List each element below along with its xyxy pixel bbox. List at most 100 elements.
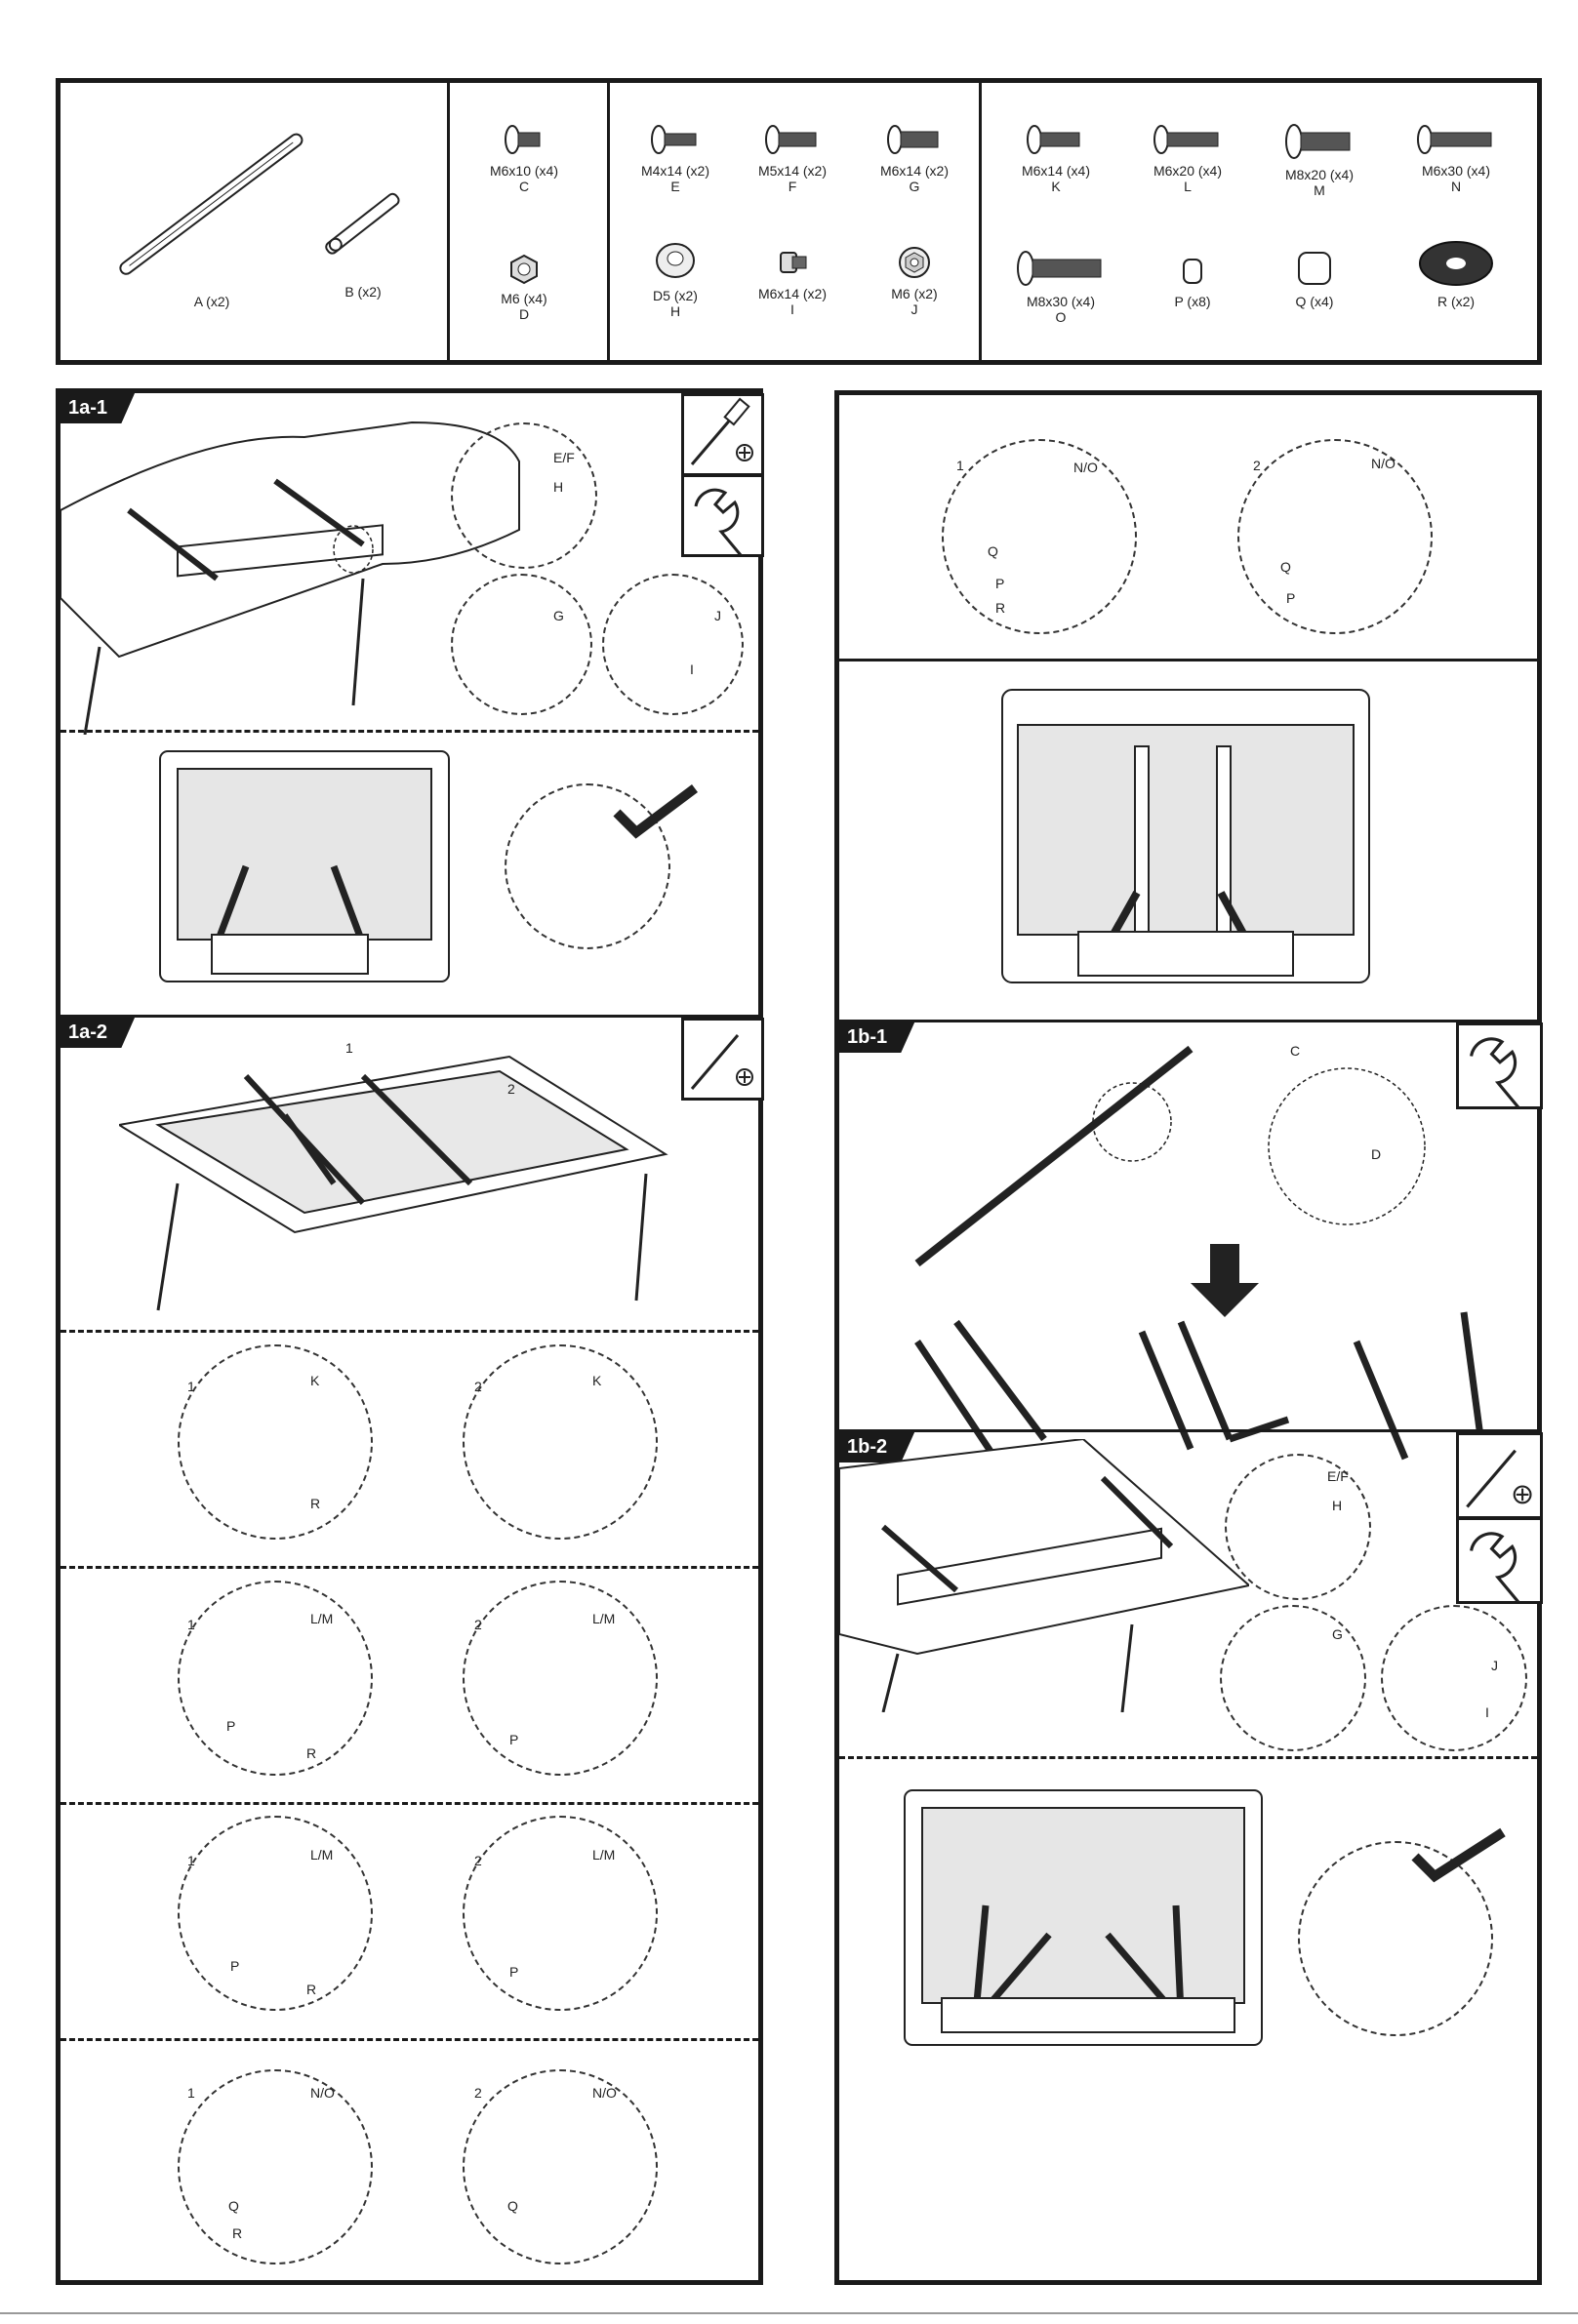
part-d: M6 (x4) D: [461, 254, 587, 322]
callout-number: 2: [474, 1617, 482, 1632]
callout-q: Q: [228, 2198, 239, 2214]
section-divider: [839, 659, 1537, 661]
callout-number: 2: [474, 1853, 482, 1868]
nut-icon: [510, 254, 538, 285]
long-screw-icon: [1017, 251, 1102, 286]
part-label: M6 (x2): [891, 286, 938, 301]
step-tag: 1b-2: [839, 1432, 915, 1463]
callout-d: D: [1371, 1146, 1382, 1162]
callout-number: 2: [507, 1081, 515, 1097]
dashed-divider: [61, 2038, 758, 2041]
left-column: 1a-1 E/F H G J I 1a-2: [56, 388, 764, 2285]
dashed-divider: [839, 1756, 1537, 1759]
part-g: M6x14 (x2) G: [856, 122, 973, 194]
callout-p: P: [509, 1732, 519, 1747]
part-label: M8x30 (x4): [1026, 294, 1096, 309]
part-label: M6 (x4): [501, 291, 547, 306]
section-divider: [839, 1020, 1537, 1022]
washer-icon: [656, 243, 695, 278]
part-n: M6x30 (x4) N: [1388, 122, 1524, 194]
part-label: P (x8): [1174, 294, 1211, 309]
detail-circle-2: [463, 2069, 658, 2264]
callout-j: J: [714, 608, 721, 623]
wrench-icon: [694, 488, 743, 556]
tv-rear-view: [1001, 689, 1370, 983]
nut-icon: [899, 247, 930, 278]
part-c: M6x10 (x4) C: [461, 122, 587, 194]
callout-p: P: [509, 1964, 519, 1980]
part-p: P (x8): [1144, 255, 1241, 309]
t-bolt-icon: [780, 252, 807, 273]
part-k: M6x14 (x4) K: [992, 122, 1119, 194]
detail-circle-2: [463, 1816, 658, 2011]
part-q: Q (x4): [1266, 249, 1363, 309]
part-label: Q (x4): [1295, 294, 1334, 309]
callout-number: 1: [956, 458, 964, 473]
short-bracket-icon: [325, 192, 400, 255]
screwdriver-box: [681, 1018, 764, 1101]
detail-circle-2: [463, 1344, 658, 1540]
long-bracket-icon: [119, 133, 303, 275]
callout-q: Q: [988, 543, 998, 559]
large-washer-icon: [1419, 241, 1493, 286]
dashed-divider: [61, 1566, 758, 1569]
part-label: M6x14 (x4): [1021, 163, 1091, 179]
part-a: A (x2): [90, 122, 334, 309]
part-code: K: [1051, 179, 1061, 194]
callout-g: G: [553, 608, 564, 623]
callout-k: K: [310, 1373, 320, 1388]
callout-number: 1: [187, 1853, 195, 1868]
part-code: I: [790, 301, 794, 317]
callout-r: R: [995, 600, 1006, 616]
bracket-assembly-drawing: [914, 1045, 1487, 1461]
screw-icon: [887, 125, 939, 154]
divider: [607, 83, 610, 360]
callout-r: R: [232, 2225, 243, 2241]
part-label: M6x20 (x4): [1153, 163, 1223, 179]
callout-r: R: [306, 1982, 317, 1997]
dashed-divider: [61, 730, 758, 733]
section-divider: [839, 1429, 1537, 1432]
callout-r: R: [306, 1745, 317, 1761]
part-code: O: [1055, 309, 1067, 325]
right-column: 1 N/O Q P R 2 N/O Q P 1b-1 C D 1b-2: [834, 390, 1543, 2285]
callout-r: R: [310, 1496, 321, 1511]
divider: [447, 83, 450, 360]
part-label: M8x20 (x4): [1284, 167, 1355, 182]
callout-j: J: [1491, 1658, 1498, 1673]
part-m: M8x20 (x4) M: [1256, 122, 1383, 198]
part-code: N: [1450, 179, 1462, 194]
callout-no: N/O: [1371, 456, 1396, 471]
callout-q: Q: [507, 2198, 518, 2214]
callout-number: 1: [187, 1617, 195, 1632]
callout-p: P: [1286, 590, 1296, 606]
callout-number: 2: [1253, 458, 1261, 473]
callout-no: N/O: [310, 2085, 335, 2101]
callout-p: P: [226, 1718, 236, 1734]
detail-circle: [602, 574, 744, 715]
callout-number: 1: [187, 2085, 195, 2101]
callout-lm: L/M: [592, 1847, 616, 1863]
spacer-icon: [1183, 259, 1202, 284]
callout-no: N/O: [1073, 460, 1098, 475]
section-divider: [61, 1015, 758, 1018]
wrench-icon: [1470, 1037, 1520, 1109]
screw-icon: [1417, 125, 1492, 154]
checkmark-icon: [1411, 1827, 1506, 1883]
callout-p: P: [995, 576, 1005, 591]
callout-c: C: [1290, 1043, 1301, 1059]
part-label: D5 (x2): [653, 288, 698, 303]
detail-circle-1: [942, 439, 1137, 634]
part-code: E: [670, 179, 680, 194]
screw-icon: [1285, 124, 1351, 159]
screw-icon: [765, 125, 817, 154]
detail-circle: [505, 783, 670, 949]
part-j: M6 (x2) J: [856, 245, 973, 317]
spacer-icon: [1298, 252, 1331, 285]
part-label: M6x30 (x4): [1421, 163, 1491, 179]
callout-ef: E/F: [1327, 1468, 1349, 1484]
step-tag: 1b-1: [839, 1022, 915, 1053]
callout-number: 1: [187, 1379, 195, 1394]
callout-number: 2: [474, 2085, 482, 2101]
detail-circle: [1225, 1454, 1371, 1600]
